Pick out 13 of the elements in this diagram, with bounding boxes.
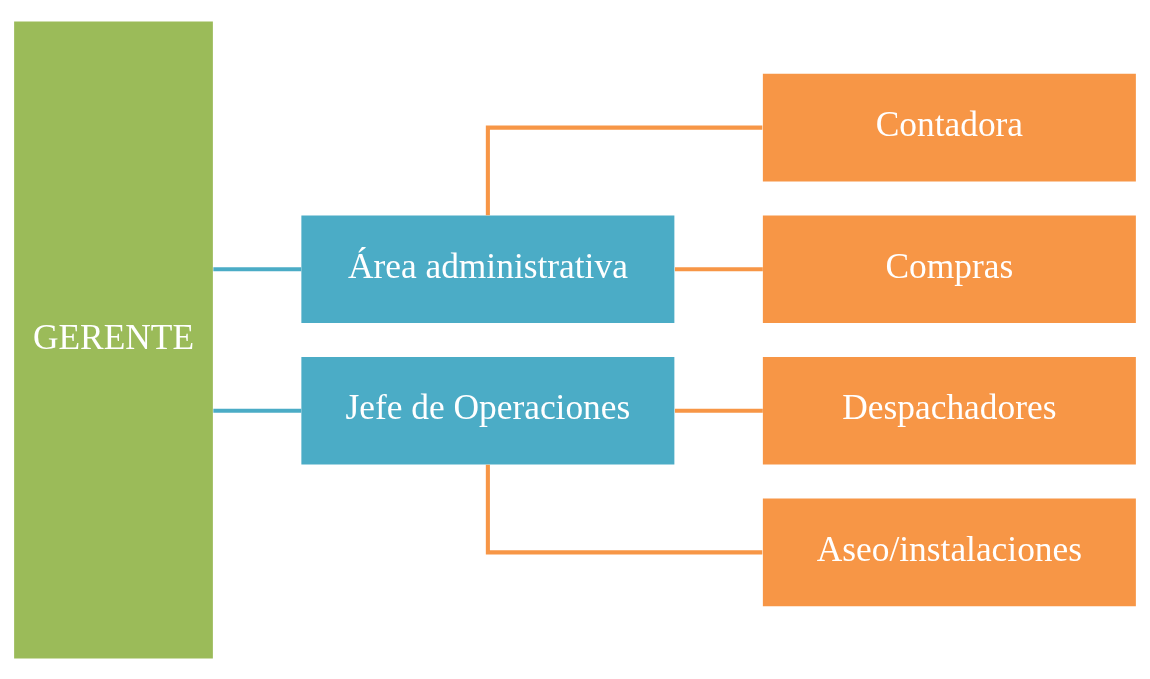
connector	[213, 266, 302, 271]
node-box: Compras	[762, 214, 1136, 323]
connector	[485, 125, 763, 215]
node-box: GERENTE	[14, 20, 213, 659]
connector	[213, 408, 302, 413]
connector	[674, 408, 763, 413]
connector	[674, 266, 763, 271]
node-box: Despachadores	[762, 356, 1136, 465]
connector	[485, 464, 763, 554]
node-box: Contadora	[762, 73, 1136, 181]
node-box: Jefe de Operaciones	[301, 356, 675, 465]
node-box: Aseo/instalaciones	[762, 498, 1136, 606]
node-box: Área administrativa	[301, 214, 675, 323]
